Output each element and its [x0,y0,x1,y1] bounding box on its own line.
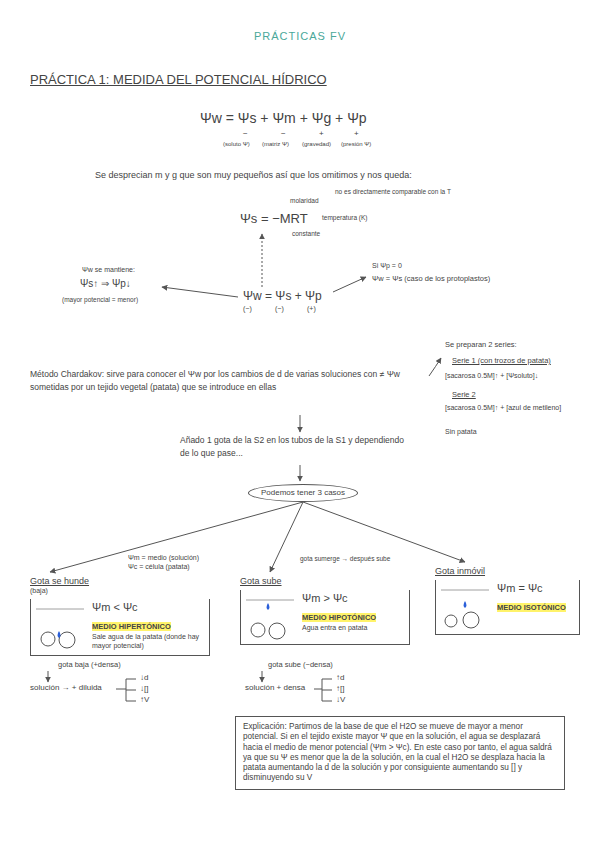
connector-arrow [270,502,303,572]
note-text: Ψw se mantiene: [82,266,135,275]
note-text: constante [292,230,320,238]
note-text: (gravedad) [302,141,331,149]
case-text: Ψm < Ψc MEDIO HIPERTÓNICO Sale agua de la … [86,601,205,651]
case-header: Gota sube [240,576,410,587]
fork [116,679,136,701]
note-text: Serie 2 [452,390,476,399]
note-text: (−) [275,305,284,314]
note-text: ↑V [140,695,149,705]
node-text: Podemos tener 3 casos [261,488,345,498]
note-text: (mayor potencial = menor) [62,296,138,304]
case-heading: Gota inmóvil [435,566,580,577]
note-text: (presión Ψ) [341,141,371,149]
note-text: − [281,129,286,139]
note-text: solución + densa [245,683,305,693]
note-text: molaridad [290,197,319,205]
note-text: gota sube (−densa) [268,660,333,669]
note-text: Ψw = Ψs + Ψp [243,289,322,304]
note-text: gota baja (+densa) [58,660,121,669]
arrows [48,234,441,701]
note-text: solución → + diluida [30,683,102,693]
note-text: (soluto Ψ) [223,141,250,149]
case-note: Sale agua de la patata (donde hay mayor … [92,633,205,651]
note-text: ↑[] [336,684,344,694]
note-text: Serie 1 (con trozos de patata) [452,356,551,365]
arrow [262,234,263,287]
note-text: Método Chardakov: sirve para conocer el … [30,368,425,394]
arrow [262,671,263,682]
case-text: Ψm = Ψc MEDIO ISOTÓNICO [491,582,575,614]
note-text: + [319,129,324,139]
arrow [48,671,49,682]
explanation-box: Explicación: Partimos de la base de que … [235,716,565,790]
note-text: (−) [243,305,252,314]
note-text: temperatura (K) [322,214,368,222]
note-text: Ψw = Ψs (caso de los protoplastos) [372,274,497,283]
note-text: Sin patata [445,428,477,437]
note-text: Ψs↑ ⇒ Ψp↓ [80,278,131,291]
note-text: Ψm = medio (solución) [128,554,199,563]
fork [314,679,332,701]
beaker-outline: Ψm = Ψc MEDIO ISOTÓNICO [435,580,580,635]
note-text: + [354,129,359,139]
note-text: − [243,129,248,139]
arrow [429,358,441,376]
note-text: ↑d [336,673,344,683]
arrow [300,415,301,432]
note-text: gota sumerge → después sube [300,555,390,563]
note-text: Si Ψp = 0 [372,262,402,271]
case-note: MEDIO ISOTÓNICO [497,603,566,612]
note-text: ↓[] [140,684,148,694]
case-text: Ψm > Ψc MEDIO HIPOTÓNICO Agua entra en pat… [296,592,405,633]
note-text: no es directamente comparable con la T [335,188,451,196]
page-title: PRÁCTICAS FV [0,30,600,44]
note-text: ↓V [336,695,345,705]
arrow [162,287,238,297]
beaker-sinking-drop [34,601,86,649]
case-note: Ψm < Ψc [92,601,205,615]
note-text: Se preparan 2 series: [445,340,517,349]
beaker-outline: Ψm > Ψc MEDIO HIPOTÓNICO Agua entra en pat… [240,590,410,645]
note-text: Se desprecian m y g que son muy pequeños… [95,170,412,181]
case-note: Ψm > Ψc [302,592,405,606]
note-text: ↓d [140,673,148,683]
case-oval: Podemos tener 3 casos [248,484,358,502]
case-note: MEDIO HIPOTÓNICO [302,613,376,622]
note-text: Añado 1 gota de la S2 en los tubos de la… [180,434,405,460]
beaker-case: Gota se hunde(baja) Ψm < Ψc MEDIO HIPERTÓN… [30,572,210,656]
note-text: (+) [307,305,316,314]
case-heading: (baja) [30,587,210,596]
beaker-rising-drop [244,592,296,640]
beaker-case: Gota sube Ψm > Ψc MEDIO HIPOTÓNICO Agua ent… [240,572,410,645]
case-header: Gota inmóvil [435,566,580,577]
note-text: (matriz Ψ) [262,141,289,149]
beaker-outline: Ψm < Ψc MEDIO HIPERTÓNICO Sale agua de la … [30,599,210,656]
node-text: Explicación: Partimos de la base de que … [243,722,557,784]
beaker-still-drop [439,582,491,630]
arrow [333,277,366,292]
note-text: [sacarosa 0.5M]↑ + [azul de metileno] [445,404,590,413]
note-text: Ψw = Ψs + Ψm + Ψg + Ψp [200,110,367,128]
case-note: Ψm = Ψc [497,582,575,596]
beaker-case: Gota inmóvil Ψm = Ψc MEDIO ISOTÓNICO [435,562,580,635]
note-text: Ψs = −MRT [240,211,308,227]
case-heading: Gota se hunde [30,576,210,587]
connector-arrow [50,502,303,572]
note-text: PRÁCTICA 1: MEDIDA DEL POTENCIAL HÍDRICO [30,72,327,88]
note-text: Ψc = célula (patata) [128,563,190,572]
case-heading: Gota sube [240,576,410,587]
case-header: Gota se hunde(baja) [30,576,210,596]
case-note: MEDIO HIPERTÓNICO [92,622,171,631]
connector-arrow [303,502,465,562]
note-text: [sacarosa 0.5M]↑ + [Ψsoluto]↓ [445,372,538,381]
case-note: Agua entra en patata [302,624,405,633]
arrow [300,465,301,481]
